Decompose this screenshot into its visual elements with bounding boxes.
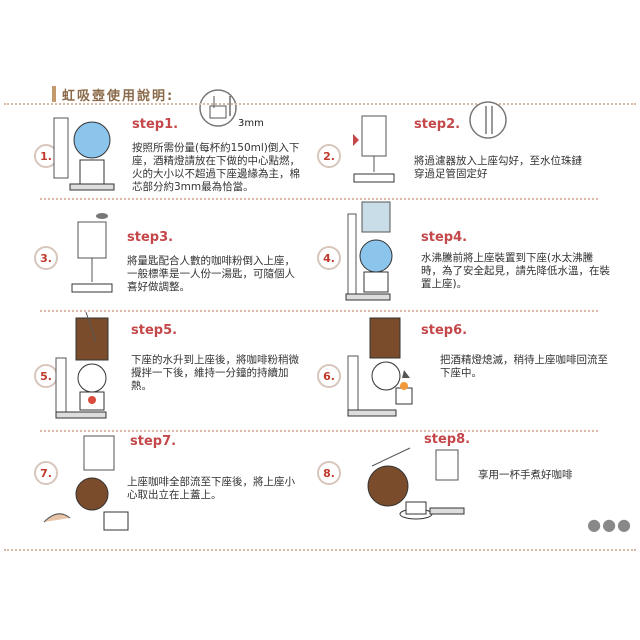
step-number: 8. <box>317 461 341 485</box>
step-number: 5. <box>34 364 58 388</box>
step-number: 3. <box>34 246 58 270</box>
step-label: step8. <box>424 432 471 447</box>
add-coffee-illustration <box>71 213 113 293</box>
page-title: 虹吸壺使用說明: <box>62 88 175 104</box>
siphon-burner-illustration <box>53 117 115 191</box>
divider <box>40 310 598 312</box>
step-number: 6. <box>317 364 341 388</box>
step-description: 把酒精燈熄滅，稍待上座咖啡回流至下座中。 <box>440 354 608 379</box>
divider <box>40 198 598 200</box>
cups-decoration-icon: ●●● <box>587 515 632 534</box>
title-accent-bar <box>52 86 56 102</box>
divider <box>4 549 636 551</box>
step-label: step3. <box>127 230 174 245</box>
attach-upper-illustration <box>345 201 393 301</box>
wick-length-label: 3mm <box>238 118 264 129</box>
title-row: 虹吸壺使用說明: <box>52 84 174 104</box>
step-label: step4. <box>421 230 468 245</box>
step-label: step1. <box>132 117 179 132</box>
step-description: 將過濾器放入上座勾好，至水位珠鏈穿過足管固定好 <box>414 155 582 180</box>
chain-closeup-icon <box>469 101 507 139</box>
step-description: 水沸騰前將上座裝置到下座(水太沸騰時，為了安全起見，請先降低水溫，在裝置上座)。 <box>421 252 610 290</box>
step-label: step6. <box>421 323 468 338</box>
step-number: 2. <box>317 144 341 168</box>
extinguish-lamp-illustration <box>347 317 413 417</box>
serve-coffee-illustration <box>367 447 465 520</box>
wick-callout-icon <box>199 89 237 127</box>
divider <box>40 430 598 432</box>
step-label: step5. <box>131 323 178 338</box>
step-label: step7. <box>130 434 177 449</box>
step-label: step2. <box>414 117 461 132</box>
remove-upper-illustration <box>43 435 129 531</box>
step-number: 4. <box>317 246 341 270</box>
step-description: 享用一杯手煮好咖啡 <box>478 469 573 481</box>
divider <box>4 103 636 105</box>
step-description: 將量匙配合人數的咖啡粉倒入上座，一般標準是一人份一湯匙，可隨個人喜好做調整。 <box>127 255 295 293</box>
filter-install-illustration <box>353 115 395 183</box>
step-description: 下座的水升到上座後，將咖啡粉稍微攪拌一下後，維持一分鐘的持續加熱。 <box>131 354 299 392</box>
stir-coffee-illustration <box>55 311 109 419</box>
step-description: 按照所需份量(每杯約150ml)倒入下座，酒精燈請放在下做的中心點燃，火的大小以… <box>132 142 300 193</box>
step-description: 上座咖啡全部流至下座後，將上座小心取出立在上蓋上。 <box>127 476 295 501</box>
step-number: 7. <box>34 461 58 485</box>
